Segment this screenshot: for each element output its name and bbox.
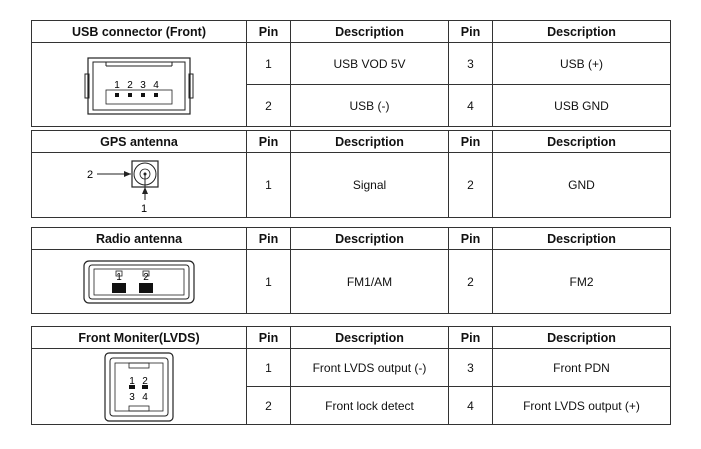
pin-header: Pin [246,326,291,349]
connector-title: Front Moniter(LVDS) [31,326,247,349]
pin-header: Pin [448,227,493,250]
pin-cell: 2 [246,386,291,425]
pin-cell: 4 [448,386,493,425]
description-cell: Front PDN [492,348,671,387]
pin-header: Pin [246,20,291,43]
radio-antenna-table: Radio antenna Pin Description Pin Descri… [31,227,671,314]
usb-connector-drawing: 1 2 3 4 [84,56,194,115]
description-header: Description [492,20,671,43]
description-header: Description [492,227,671,250]
description-cell: USB (+) [492,42,671,85]
usb-connector-diagram: 1 2 3 4 [31,42,247,127]
pin-cell: 2 [246,84,291,127]
pin-cell: 1 [246,42,291,85]
table-header-row: Front Moniter(LVDS) Pin Description Pin … [31,326,671,349]
pin-label: 3 [140,80,146,91]
pin-header: Pin [448,20,493,43]
pin-label: 4 [153,80,159,91]
pin-header: Pin [448,326,493,349]
pin-cell: 2 [448,152,493,218]
pin-cell: 4 [448,84,493,127]
pin-label: 1 [129,376,135,387]
connector-title: Radio antenna [31,227,247,250]
front-monitor-lvds-table: Front Moniter(LVDS) Pin Description Pin … [31,326,671,425]
description-header: Description [290,20,449,43]
pin-cell: 1 [246,249,291,314]
table-header-row: USB connector (Front) Pin Description Pi… [31,20,671,43]
pin-header: Pin [448,130,493,153]
description-cell: Front lock detect [290,386,449,425]
pin-label: 2 [87,169,93,181]
radio-antenna-diagram: 1 2 [31,249,247,314]
pin-label: 1 [114,80,120,91]
pin-cell: 1 [246,152,291,218]
lvds-connector-diagram: 1 2 3 4 [31,348,247,425]
radio-connector-drawing: 1 2 [83,259,195,304]
table-row: 2 1 1 Signal 2 GND [31,152,671,218]
description-header: Description [290,326,449,349]
lvds-connector-drawing: 1 2 3 4 [104,351,174,422]
description-cell: Signal [290,152,449,218]
description-cell: FM2 [492,249,671,314]
pin-label: 3 [129,392,135,403]
description-header: Description [492,130,671,153]
description-cell: GND [492,152,671,218]
connector-title: GPS antenna [31,130,247,153]
table-header-row: GPS antenna Pin Description Pin Descript… [31,130,671,153]
description-header: Description [290,227,449,250]
gps-antenna-table: GPS antenna Pin Description Pin Descript… [31,130,671,218]
pin-label: 1 [141,203,147,215]
pin-header: Pin [246,227,291,250]
description-header: Description [290,130,449,153]
pin-label: 4 [142,392,148,403]
description-cell: Front LVDS output (+) [492,386,671,425]
pin-label: 2 [127,80,133,91]
description-cell: USB VOD 5V [290,42,449,85]
table-row: 2 USB (-) 4 USB GND [32,84,671,127]
pin-cell: 2 [448,249,493,314]
gps-antenna-diagram: 2 1 [31,152,247,218]
pin-label: 1 [116,272,122,283]
pin-header: Pin [246,130,291,153]
description-header: Description [492,326,671,349]
pin-label: 2 [143,272,149,283]
table-row: 1 2 3 4 1 USB VOD 5V 3 USB (+) [31,42,671,127]
description-cell: FM1/AM [290,249,449,314]
pin-cell: 1 [246,348,291,387]
pin-cell: 3 [448,348,493,387]
connector-title: USB connector (Front) [31,20,247,43]
table-header-row: Radio antenna Pin Description Pin Descri… [31,227,671,250]
table-row: 1 2 3 4 1 Front LVDS output (-) 3 Front … [31,348,671,425]
table-row: 1 2 1 FM1/AM 2 FM2 [31,249,671,314]
description-cell: USB (-) [290,84,449,127]
description-cell: Front LVDS output (-) [290,348,449,387]
description-cell: USB GND [492,84,671,127]
pin-cell: 3 [448,42,493,85]
pin-label: 2 [142,376,148,387]
table-row: 2 Front lock detect 4 Front LVDS output … [32,386,671,425]
gps-connector-drawing: 2 1 [87,160,159,215]
usb-connector-table: USB connector (Front) Pin Description Pi… [31,20,671,127]
